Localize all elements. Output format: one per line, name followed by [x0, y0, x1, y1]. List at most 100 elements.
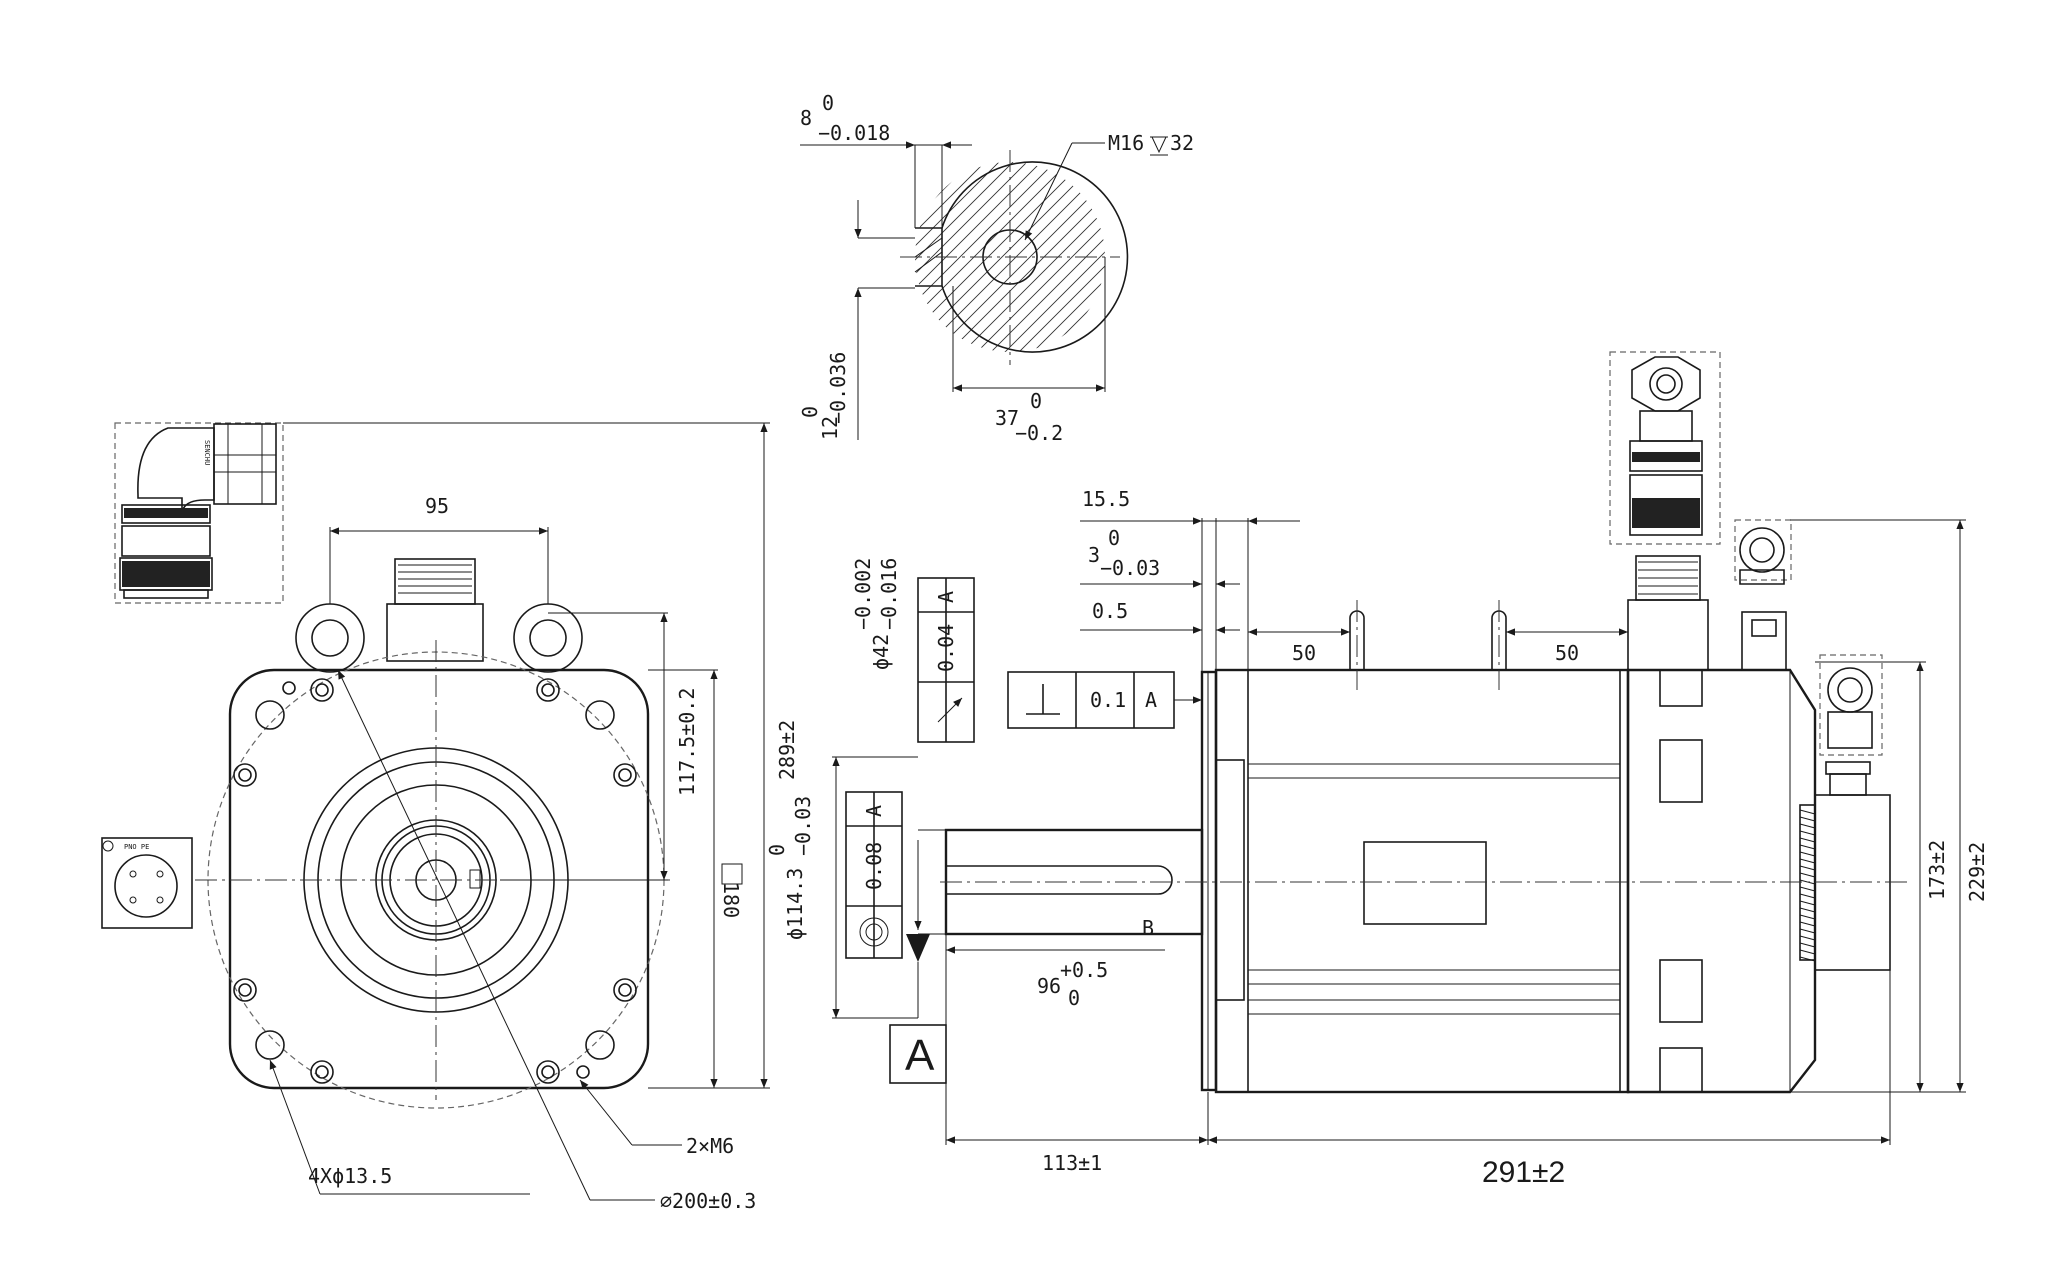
- top-connector-dashed-box: [1609, 351, 1721, 545]
- concentricity-frame: A 0.08: [845, 791, 903, 959]
- square-symbol: [721, 863, 743, 885]
- lug-offset-right-value: 50: [1555, 641, 1579, 665]
- lug-offset-left-value: 50: [1292, 641, 1316, 665]
- perpendicularity-frame: 0.1 A: [1007, 671, 1202, 729]
- knurl-rib: [1799, 886, 1816, 892]
- side-connector-box-2: [1819, 654, 1883, 756]
- flange-bolt: [238, 768, 252, 782]
- flange-bolt: [315, 1065, 329, 1079]
- gap-value: 0.5: [1092, 599, 1128, 623]
- bolt-spacing-value: 95: [425, 494, 449, 518]
- knurl-rib: [1799, 907, 1816, 913]
- flange-bolt: [310, 678, 334, 702]
- flange-bolt: [541, 1065, 555, 1079]
- runout-datum: A: [934, 591, 958, 603]
- eyebolt-right: [513, 603, 583, 673]
- width-value: 37: [995, 406, 1019, 430]
- runout-arrow-icon: [937, 697, 963, 723]
- shaft-length-tol-upper: +0.5: [1060, 958, 1108, 982]
- flange-bolt: [618, 983, 632, 997]
- keyway-hatch: [914, 237, 943, 273]
- tapped-hole: [576, 1065, 590, 1079]
- pin-connector: PNO PE: [101, 837, 193, 929]
- conc-datum: A: [862, 805, 886, 817]
- knurl-rib: [1799, 949, 1816, 955]
- knurl-rib: [1799, 914, 1816, 920]
- perp-datum: A: [1145, 688, 1157, 712]
- body-fins: [1248, 763, 1620, 1015]
- connector-dashed-box: [114, 422, 284, 604]
- thread-label: M16: [1108, 131, 1144, 155]
- flange-square: [228, 668, 650, 1090]
- mount-hole: [585, 700, 615, 730]
- spigot-depth-value: 3: [1088, 543, 1100, 567]
- overall-height-value: 289±2: [775, 720, 799, 780]
- point-label: B: [1142, 916, 1154, 940]
- datum-a-label: A: [905, 1031, 935, 1080]
- conc-value: 0.08: [862, 842, 886, 890]
- mount-hole: [585, 1030, 615, 1060]
- flange-bolt: [541, 683, 555, 697]
- mount-hole: [255, 700, 285, 730]
- mount-hole: [255, 1030, 285, 1060]
- section-outline: [941, 161, 1129, 353]
- pin-header: PNO PE: [124, 843, 149, 851]
- body-length-value: 291±2: [1482, 1156, 1565, 1189]
- spigot-step: [1215, 759, 1245, 1001]
- encoder-housing: [1626, 668, 1817, 1094]
- side-connector-upper: [1739, 527, 1787, 671]
- key-width-tol-upper: 0: [822, 91, 834, 115]
- spigot-depth-tol-upper: 0: [1108, 526, 1120, 550]
- connector-ring: [124, 508, 208, 518]
- knurl-rib: [1799, 816, 1816, 822]
- key-height-tol-upper: 0: [798, 406, 822, 418]
- concentricity-icon: [859, 917, 889, 947]
- flange-bolt: [238, 983, 252, 997]
- flange-bolts: [233, 678, 637, 1084]
- angled-connector: SENCHU: [119, 423, 277, 599]
- spigot-dia-tol-upper: 0: [765, 844, 789, 856]
- side-connector-lower: [1827, 667, 1873, 749]
- runout-frame: A 0.04: [917, 577, 975, 743]
- flange-bolt: [618, 768, 632, 782]
- height-encoder-value: 173±2: [1925, 840, 1949, 900]
- connector-grip: [122, 561, 210, 587]
- datum-triangle: [906, 934, 930, 962]
- flange-thickness-value: 15.5: [1082, 487, 1130, 511]
- knurl-rib: [1799, 872, 1816, 878]
- knurl-rib: [1799, 900, 1816, 906]
- shaft-ext-value: 113±1: [1042, 1151, 1102, 1175]
- tapped-leader: [579, 1079, 633, 1146]
- side-connector-box: [1734, 519, 1792, 581]
- knurl-rib: [1799, 935, 1816, 941]
- knurl-rib: [1799, 893, 1816, 899]
- runout-value: 0.04: [934, 624, 958, 672]
- top-connector-stub: [386, 558, 484, 662]
- shaft-dia-tol-upper: −0.002: [851, 558, 875, 630]
- flange-bolt: [233, 763, 257, 787]
- knurl-rib: [1799, 956, 1816, 962]
- flange-bolt: [613, 763, 637, 787]
- shaft-cross-section: 8 0 −0.018 M16 32 12 0 −0.036 37 0 −0.2: [798, 91, 1194, 445]
- flange-bolt: [310, 1060, 334, 1084]
- shaft-key: [946, 865, 1173, 895]
- height-total-value: 229±2: [1965, 842, 1989, 902]
- flange-square-value: 180: [719, 882, 743, 918]
- spigot-depth-tol-lower: −0.03: [1100, 556, 1160, 580]
- flange-bolt: [536, 1060, 560, 1084]
- perp-value: 0.1: [1090, 688, 1126, 712]
- mount-holes-value: 4Xϕ13.5: [308, 1164, 392, 1188]
- perpendicular-icon: [1026, 684, 1060, 715]
- shaft-dia-tol-lower: −0.016: [877, 558, 901, 630]
- tapped-holes-value: 2×M6: [686, 1134, 734, 1158]
- depth-symbol: [1150, 136, 1168, 156]
- spigot-dia-value: ϕ114.3: [783, 868, 807, 940]
- shaft-length-tol-lower: 0: [1068, 986, 1080, 1010]
- side-view: 15.5 3 0 −0.03 0.5 50 50 ϕ42 −0.002 −0.0…: [765, 351, 1989, 1189]
- key-height-text: 12 0 −0.036: [798, 352, 850, 440]
- side-flange: [1200, 670, 1218, 1092]
- shaft-dia-value: ϕ42: [869, 634, 893, 670]
- eyebolt-left: [295, 603, 365, 673]
- spigot-dia-tol-lower: −0.03: [791, 796, 815, 856]
